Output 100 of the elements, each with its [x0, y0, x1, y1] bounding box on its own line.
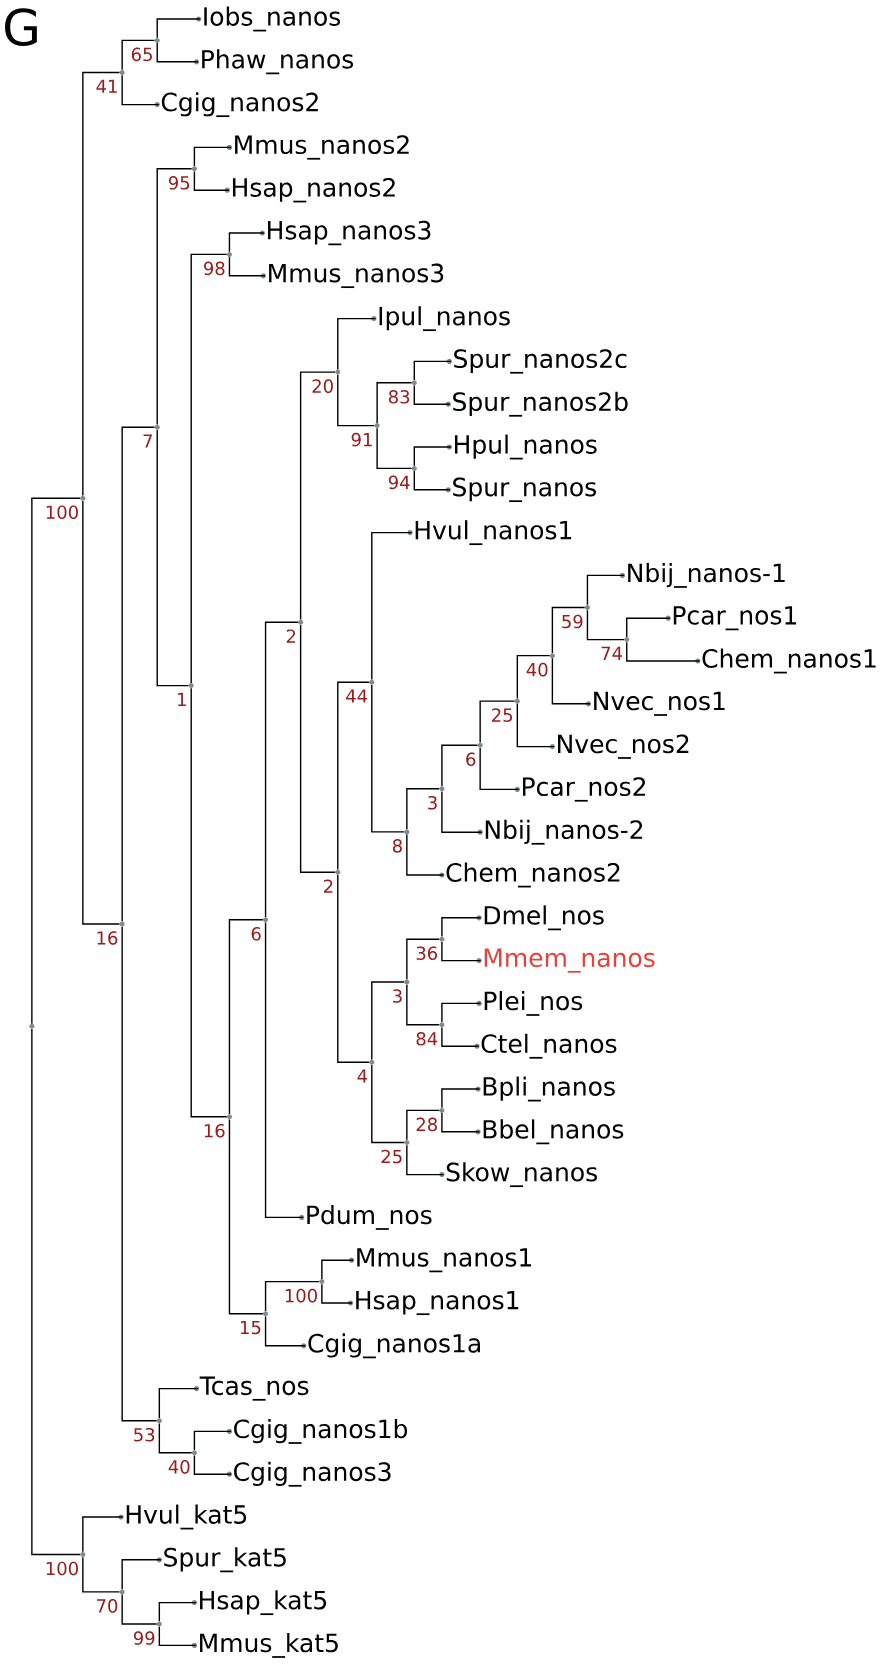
support-value: 36 — [416, 946, 438, 960]
support-value: 16 — [97, 931, 118, 945]
support-value: 25 — [381, 1149, 402, 1164]
branch-line — [516, 703, 555, 748]
support-value: 100 — [46, 1561, 78, 1576]
branch-line — [82, 1516, 124, 1553]
leaf-label: Cgig_nanos1a — [301, 1333, 480, 1359]
branch-line — [264, 1280, 320, 1312]
branch-line — [193, 1430, 232, 1451]
support-value: 70 — [97, 1599, 118, 1613]
leaf-label: Chem_nanos1 — [695, 648, 876, 674]
branch-line — [121, 74, 160, 106]
support-value: 25 — [492, 708, 513, 722]
branch-line — [228, 919, 264, 1115]
leaf-label: Dmel_nos — [476, 905, 604, 931]
leaf-label: Chem_nanos2 — [439, 862, 620, 888]
branch-line — [337, 874, 370, 1063]
leaf-label: Phaw_nanos — [193, 49, 354, 75]
branch-line — [193, 1454, 232, 1475]
support-value: 20 — [312, 379, 333, 393]
branch-line — [441, 1026, 480, 1047]
leaf-label: Spur_kat5 — [156, 1547, 286, 1573]
panel-letter: G — [5, 8, 37, 46]
support-value: 4 — [357, 1069, 368, 1083]
branch-line — [479, 747, 520, 791]
branch-line — [228, 256, 266, 277]
branch-line — [626, 641, 701, 662]
branch-line — [121, 1593, 158, 1625]
branch-line — [376, 382, 413, 424]
branch-line — [371, 981, 405, 1061]
support-value: 15 — [240, 1320, 261, 1335]
branch-line — [413, 470, 451, 491]
support-value: 16 — [204, 1123, 225, 1138]
branch-line — [406, 788, 440, 830]
branch-line — [156, 18, 201, 39]
leaf-label: Hsap_kat5 — [191, 1590, 326, 1616]
branch-line — [156, 168, 193, 426]
branch-line — [479, 700, 516, 744]
branch-line — [586, 609, 625, 641]
support-value: 2 — [323, 879, 333, 893]
branch-line — [406, 938, 440, 980]
branch-line — [551, 606, 586, 654]
support-value: 1 — [178, 692, 186, 706]
support-value: 94 — [388, 475, 410, 490]
branch-line — [337, 374, 376, 427]
branch-line — [158, 1422, 193, 1454]
branch-line — [441, 917, 482, 938]
support-value: 44 — [346, 689, 368, 703]
leaf-label: Mmem_nanos — [476, 948, 655, 973]
leaf-label: Hpul_nanos — [446, 434, 597, 460]
support-value: 3 — [393, 989, 402, 1003]
leaf-label: Hsap_nanos3 — [259, 220, 431, 246]
support-value: 91 — [351, 432, 372, 447]
leaf-label: Hvul_nanos1 — [407, 520, 572, 546]
branch-line — [158, 1387, 199, 1419]
leaf-label: Skow_nanos — [439, 1162, 597, 1188]
support-value: 65 — [131, 47, 152, 62]
leaf-label: Mmus_nanos2 — [226, 135, 409, 160]
support-value: 83 — [388, 390, 410, 404]
leaf-label: Cgig_nanos1b — [226, 1418, 408, 1444]
leaf-label: Hsap_nanos2 — [224, 178, 395, 203]
support-value: 99 — [133, 1631, 155, 1645]
branch-line — [413, 446, 452, 467]
branch-line — [193, 146, 232, 167]
leaf-label: Bbel_nanos — [475, 1119, 624, 1145]
branch-line — [441, 1112, 481, 1133]
branch-line — [441, 744, 479, 787]
branch-line — [337, 681, 370, 871]
branch-line — [121, 1559, 162, 1590]
support-value: 95 — [168, 176, 190, 190]
branch-line — [156, 429, 190, 687]
branch-line — [406, 1109, 440, 1141]
branch-line — [406, 833, 445, 876]
branch-line — [516, 654, 551, 700]
branch-line — [82, 71, 121, 497]
branch-line — [413, 360, 452, 381]
branch-line — [371, 531, 413, 681]
branch-line — [299, 624, 336, 873]
support-value: 100 — [285, 1288, 317, 1303]
leaf-label: Mmus_nanos1 — [349, 1248, 532, 1273]
branch-line — [264, 621, 299, 918]
support-value: 6 — [251, 927, 261, 941]
branch-line — [551, 657, 591, 705]
support-value: 7 — [143, 434, 152, 448]
support-value: 6 — [466, 752, 476, 767]
leaf-label: Pcar_nos2 — [514, 777, 646, 802]
leaf-label: Tcas_nos — [193, 1376, 309, 1401]
support-value: 2 — [286, 629, 296, 643]
branch-line — [228, 1118, 264, 1315]
branch-line — [158, 1626, 197, 1647]
leaf-label: Hvul_kat5 — [118, 1504, 247, 1530]
support-value: 53 — [134, 1427, 155, 1442]
support-value: 59 — [562, 614, 583, 629]
leaf-label: Mmus_nanos3 — [260, 263, 444, 289]
branch-line — [193, 170, 230, 191]
leaf-label: Plei_nos — [476, 990, 583, 1016]
branch-line — [321, 1259, 354, 1280]
leaf-label: Pdum_nos — [299, 1204, 432, 1230]
leaf-label: Iobs_nanos — [196, 6, 341, 32]
leaf-label: Cgig_nanos3 — [226, 1461, 391, 1487]
